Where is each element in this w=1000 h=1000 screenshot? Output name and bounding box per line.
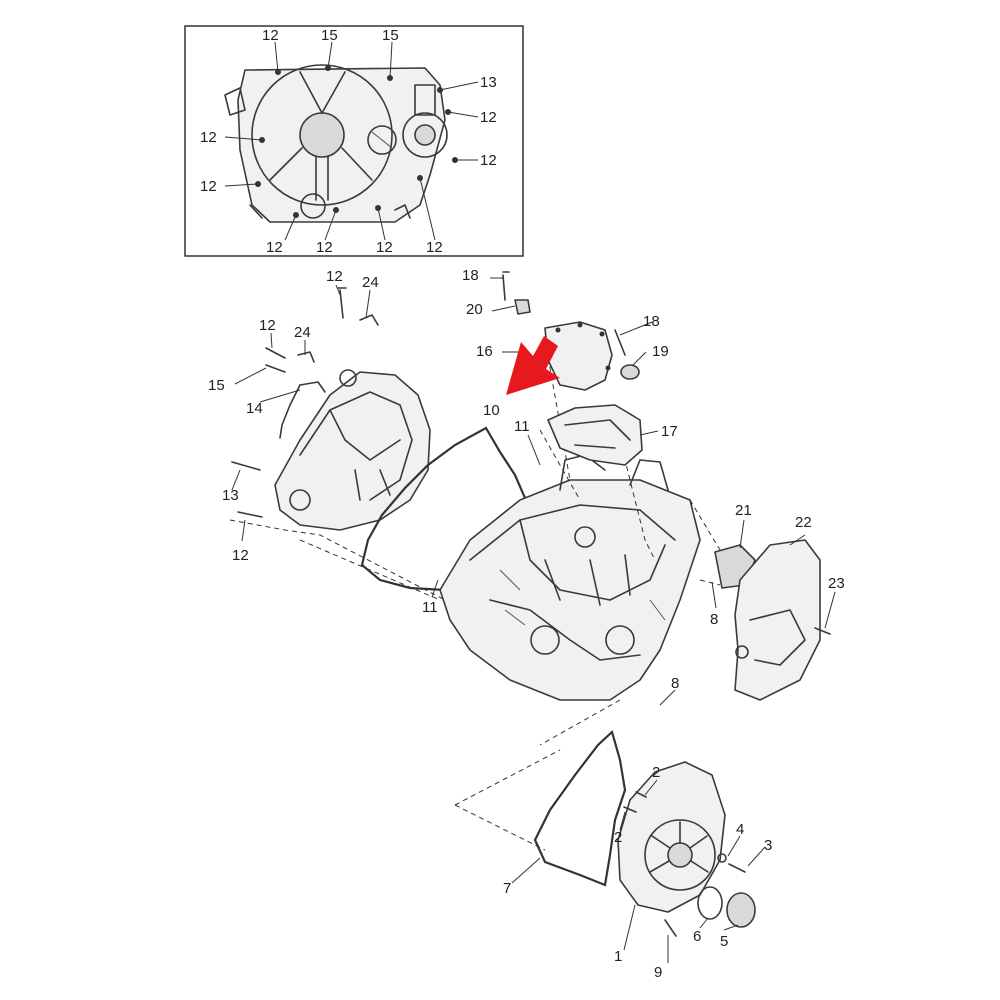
oring-6 <box>697 886 723 920</box>
callout-2: 2 <box>614 829 622 846</box>
inset-callout-15: 15 <box>382 27 399 44</box>
callout-14: 14 <box>246 400 263 417</box>
cover-17 <box>547 404 643 466</box>
callout-5: 5 <box>720 933 728 950</box>
left-crankcase-cover <box>274 369 431 531</box>
callout-15: 15 <box>208 377 225 394</box>
callout-24: 24 <box>362 274 379 291</box>
callout-6: 6 <box>693 928 701 945</box>
callout-10: 10 <box>483 402 500 419</box>
callout-labels: 12 24 12 24 15 14 13 12 18 20 16 10 11 1… <box>208 267 845 981</box>
callout-7: 7 <box>503 880 511 897</box>
inset-crankcase-cover <box>224 64 458 223</box>
bolts-upper <box>231 271 626 518</box>
stator-cover-1 <box>617 761 726 913</box>
crankcase-block <box>439 454 701 701</box>
leaders-main <box>231 277 836 963</box>
inset-detail-view: 12 15 15 13 12 12 12 12 12 12 12 12 <box>184 25 524 257</box>
callout-12: 12 <box>326 268 343 285</box>
bolt-23 <box>814 627 831 635</box>
highlight-arrow <box>506 336 560 395</box>
inset-callout-12: 12 <box>480 152 497 169</box>
upper-cover-16 <box>544 321 613 391</box>
callout-3: 3 <box>764 837 772 854</box>
plug-5 <box>726 892 756 928</box>
callout-19: 19 <box>652 343 669 360</box>
callout-12: 12 <box>232 547 249 564</box>
callout-4: 4 <box>736 821 744 838</box>
callout-18: 18 <box>643 313 660 330</box>
small-parts-2-3-4-9 <box>623 791 746 937</box>
callout-11: 11 <box>422 599 438 616</box>
inset-callout-12: 12 <box>316 239 333 256</box>
inset-leaders <box>224 41 479 241</box>
clips-24 <box>297 314 379 363</box>
inset-callout-12: 12 <box>480 109 497 126</box>
sprocket-cover-22 <box>734 539 821 701</box>
callout-9: 9 <box>654 964 662 981</box>
callout-20: 20 <box>466 301 483 318</box>
inset-callout-13: 13 <box>480 74 497 91</box>
alignment-lines <box>229 339 721 601</box>
callout-22: 22 <box>795 514 812 531</box>
callout-16: 16 <box>476 343 493 360</box>
callout-18: 18 <box>462 267 479 284</box>
inset-callout-12: 12 <box>426 239 443 256</box>
callout-8: 8 <box>671 675 679 692</box>
stator-gasket-7 <box>454 699 627 887</box>
callout-2: 2 <box>652 764 660 781</box>
callout-24: 24 <box>294 324 311 341</box>
inset-callout-15: 15 <box>321 27 338 44</box>
inset-callout-12: 12 <box>262 27 279 44</box>
callout-11: 11 <box>514 418 530 435</box>
inset-callout-12: 12 <box>200 178 217 195</box>
callout-13: 13 <box>222 487 239 504</box>
callout-21: 21 <box>735 502 752 519</box>
inset-callout-12: 12 <box>266 239 283 256</box>
washer-20 <box>514 299 531 315</box>
crankcase-gasket <box>360 426 527 592</box>
callout-12: 12 <box>259 317 276 334</box>
inset-callout-12: 12 <box>200 129 217 146</box>
inset-callout-12: 12 <box>376 239 393 256</box>
cable-bracket <box>279 381 326 439</box>
grommet-19 <box>620 364 640 380</box>
callout-23: 23 <box>828 575 845 592</box>
callout-1: 1 <box>614 948 622 965</box>
callout-8: 8 <box>710 611 718 628</box>
callout-17: 17 <box>661 423 678 440</box>
